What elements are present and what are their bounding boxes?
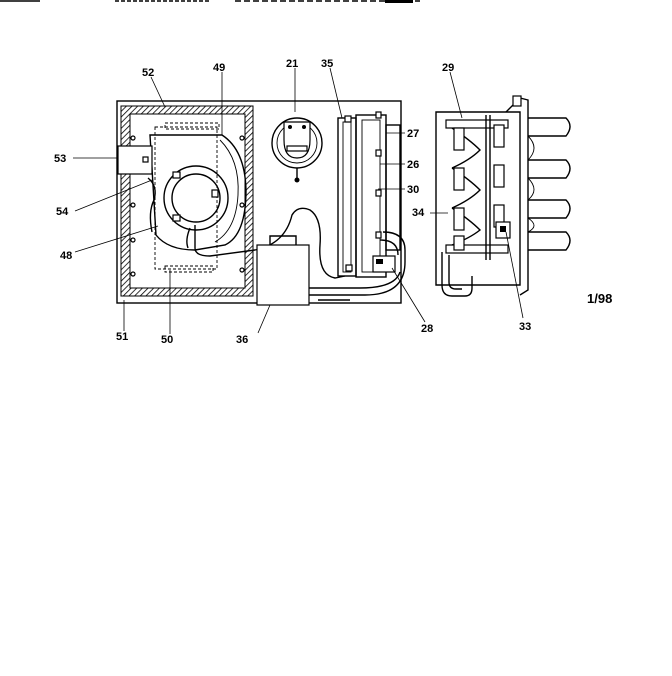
callout-49: 49 — [213, 62, 225, 74]
callout-36: 36 — [236, 334, 248, 346]
heat-exchanger — [337, 111, 406, 278]
callout-34: 34 — [412, 207, 425, 219]
callout-54: 54 — [56, 206, 69, 218]
callout-21: 21 — [286, 58, 298, 70]
burner-assembly — [435, 95, 571, 297]
callout-50: 50 — [161, 334, 173, 346]
callout-labels: 52 — [142, 67, 154, 79]
burners — [451, 124, 505, 251]
blower-motor — [163, 165, 229, 231]
callout-27: 27 — [407, 128, 419, 140]
exchanger-clips — [344, 111, 382, 272]
callout-53: 53 — [54, 153, 66, 165]
panel-screws — [130, 135, 245, 277]
callout-52: 52 — [142, 67, 154, 79]
blower-housing — [149, 134, 247, 251]
callout-30: 30 — [407, 184, 419, 196]
callout-35: 35 — [321, 58, 333, 70]
callout-48: 48 — [60, 250, 72, 262]
blower-compartment — [116, 100, 402, 304]
pressure-switch — [271, 117, 323, 183]
top-edge-fragments — [0, 0, 420, 3]
callout-51: 51 — [116, 331, 128, 343]
leader-lines — [73, 67, 524, 334]
callout-29: 29 — [442, 62, 454, 74]
callout-26: 26 — [407, 159, 419, 171]
callout-33: 33 — [519, 321, 531, 333]
callout-labels-more: 49 21 35 27 26 30 29 34 33 28 36 50 51 4… — [54, 58, 612, 346]
gas-valve-module — [256, 235, 406, 306]
callout-28: 28 — [421, 323, 433, 335]
gas-orifice-pipes — [527, 117, 571, 251]
date-code: 1/98 — [587, 291, 612, 306]
